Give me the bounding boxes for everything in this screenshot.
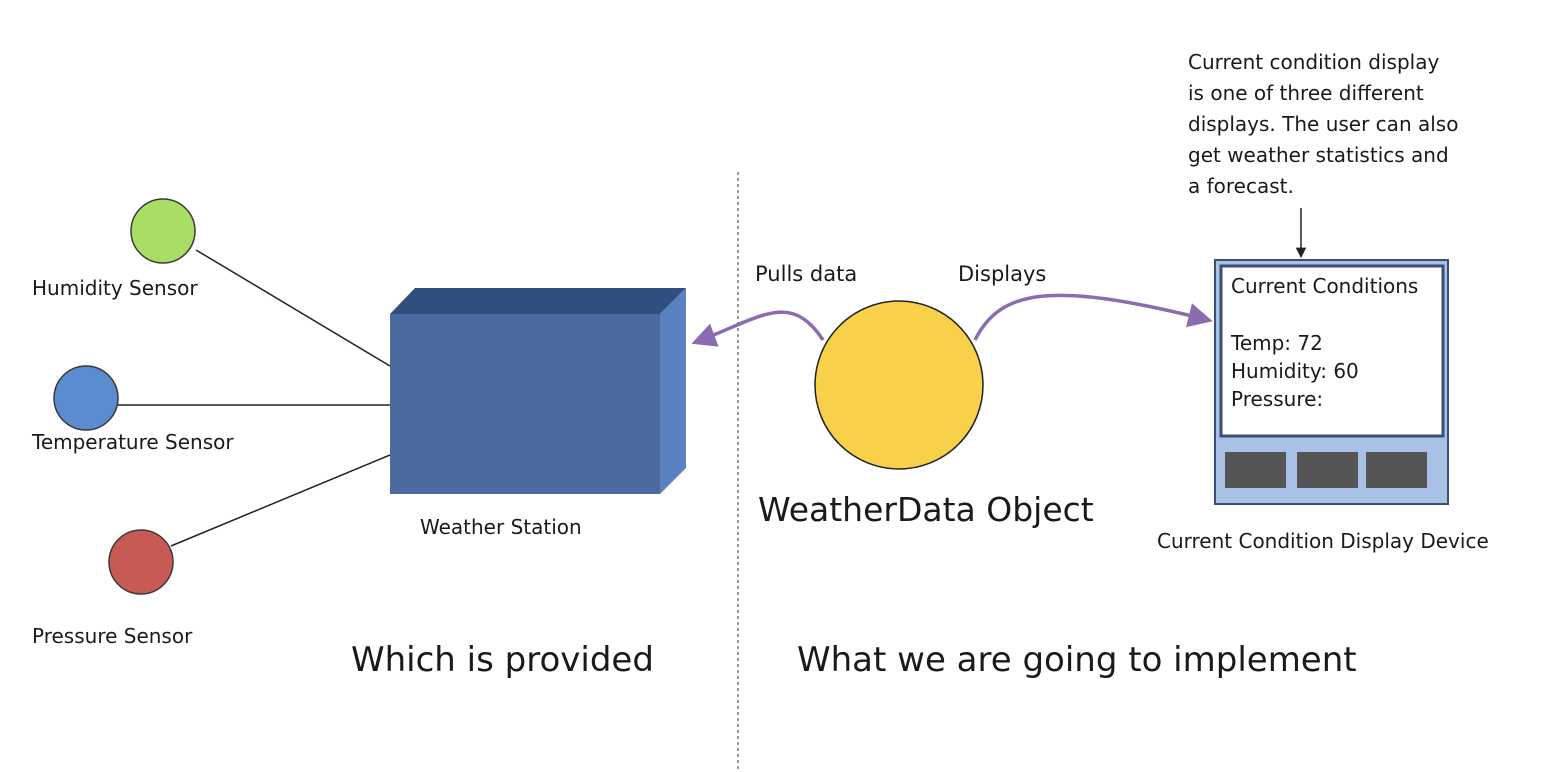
humidity-sensor-icon — [130, 198, 196, 264]
display-button-1 — [1225, 452, 1286, 488]
humidity-sensor-label: Humidity Sensor — [32, 276, 198, 300]
display-device — [1214, 259, 1449, 505]
temperature-sensor-icon — [53, 365, 119, 431]
displays-arrow — [973, 293, 1213, 341]
pressure-connector — [170, 454, 391, 547]
display-button-3 — [1366, 452, 1427, 488]
display-button-2 — [1297, 452, 1358, 488]
screen-temp: Temp: 72 — [1231, 331, 1323, 355]
pulls-data-arrow — [691, 310, 825, 347]
screen-humidity: Humidity: 60 — [1231, 359, 1359, 383]
humidity-connector — [195, 249, 391, 367]
display-device-label: Current Condition Display Device — [1157, 529, 1489, 553]
left-section-caption: Which is provided — [351, 640, 654, 680]
right-section-caption: What we are going to implement — [797, 640, 1357, 680]
display-note: Current condition display is one of thre… — [1188, 50, 1459, 198]
weather-station-box — [390, 288, 686, 494]
temperature-sensor-label: Temperature Sensor — [32, 430, 234, 454]
screen-title: Current Conditions — [1231, 274, 1419, 298]
screen-pressure: Pressure: — [1231, 387, 1324, 411]
display-screen — [1219, 264, 1445, 438]
pulls-data-label: Pulls data — [755, 262, 858, 286]
pressure-sensor-icon — [108, 529, 174, 595]
pressure-sensor-label: Pressure Sensor — [32, 624, 193, 648]
weatherdata-object-label: WeatherData Object — [758, 490, 1094, 529]
weatherdata-object-icon — [814, 300, 984, 470]
displays-label: Displays — [958, 262, 1047, 286]
weather-station-label: Weather Station — [420, 515, 582, 539]
